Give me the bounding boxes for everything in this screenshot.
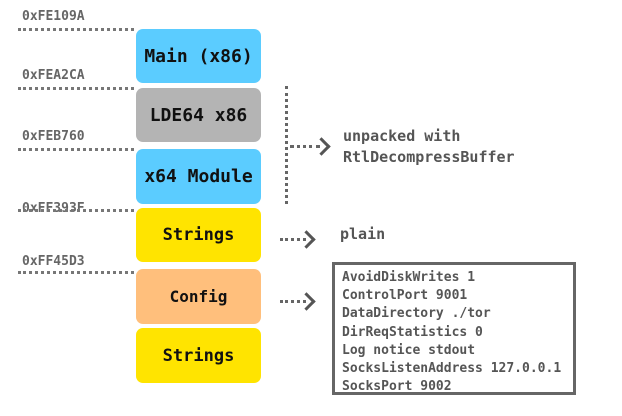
address-label-strings: 0xFF393F (22, 201, 85, 216)
arrow-config-shaft (280, 300, 306, 303)
address-label-x64-module: 0xFEB760 (22, 129, 85, 144)
block-strings-2: Strings (136, 328, 261, 383)
config-line-socks-listen-address: SocksListenAddress 127.0.0.1 (342, 361, 562, 377)
address-leader-config (18, 271, 134, 274)
address-label-config: 0xFF45D3 (22, 254, 85, 269)
address-label-main: 0xFE109A (22, 9, 85, 24)
block-lde64-x86: LDE64 x86 (136, 88, 261, 142)
config-line-data-directory: DataDirectory ./tor (342, 306, 491, 322)
arrow-unpacked-head (312, 137, 331, 156)
arrow-plain-head (297, 230, 316, 249)
annotation-unpacked-line1: unpacked with (343, 127, 461, 145)
arrow-config-head (297, 292, 316, 311)
block-main-x86: Main (x86) (136, 29, 261, 83)
address-label-lde64: 0xFEA2CA (22, 68, 85, 83)
bracket-dotted-line (285, 86, 288, 204)
config-line-control-port: ControlPort 9001 (342, 288, 468, 304)
annotation-plain: plain (340, 225, 386, 243)
arrow-plain-shaft (280, 238, 306, 241)
config-line-socks-port: SocksPort 9002 (342, 379, 452, 395)
annotation-unpacked-line2: RtlDecompressBuffer (343, 148, 515, 166)
block-strings-1: Strings (136, 208, 261, 262)
block-config: Config (136, 269, 261, 324)
address-leader-strings (18, 209, 134, 212)
config-line-dir-req-statistics: DirReqStatistics 0 (342, 324, 483, 340)
config-line-log: Log notice stdout (342, 342, 476, 358)
config-contents-box: AvoidDiskWrites 1 ControlPort 9001 DataD… (332, 262, 576, 395)
address-leader-x64-module (18, 148, 134, 151)
config-line-avoid-disk-writes: AvoidDiskWrites 1 (342, 270, 476, 285)
block-x64-module: x64 Module (136, 149, 261, 204)
address-leader-lde64 (18, 87, 134, 90)
address-leader-main (18, 28, 134, 31)
arrow-unpacked-shaft (290, 145, 320, 148)
